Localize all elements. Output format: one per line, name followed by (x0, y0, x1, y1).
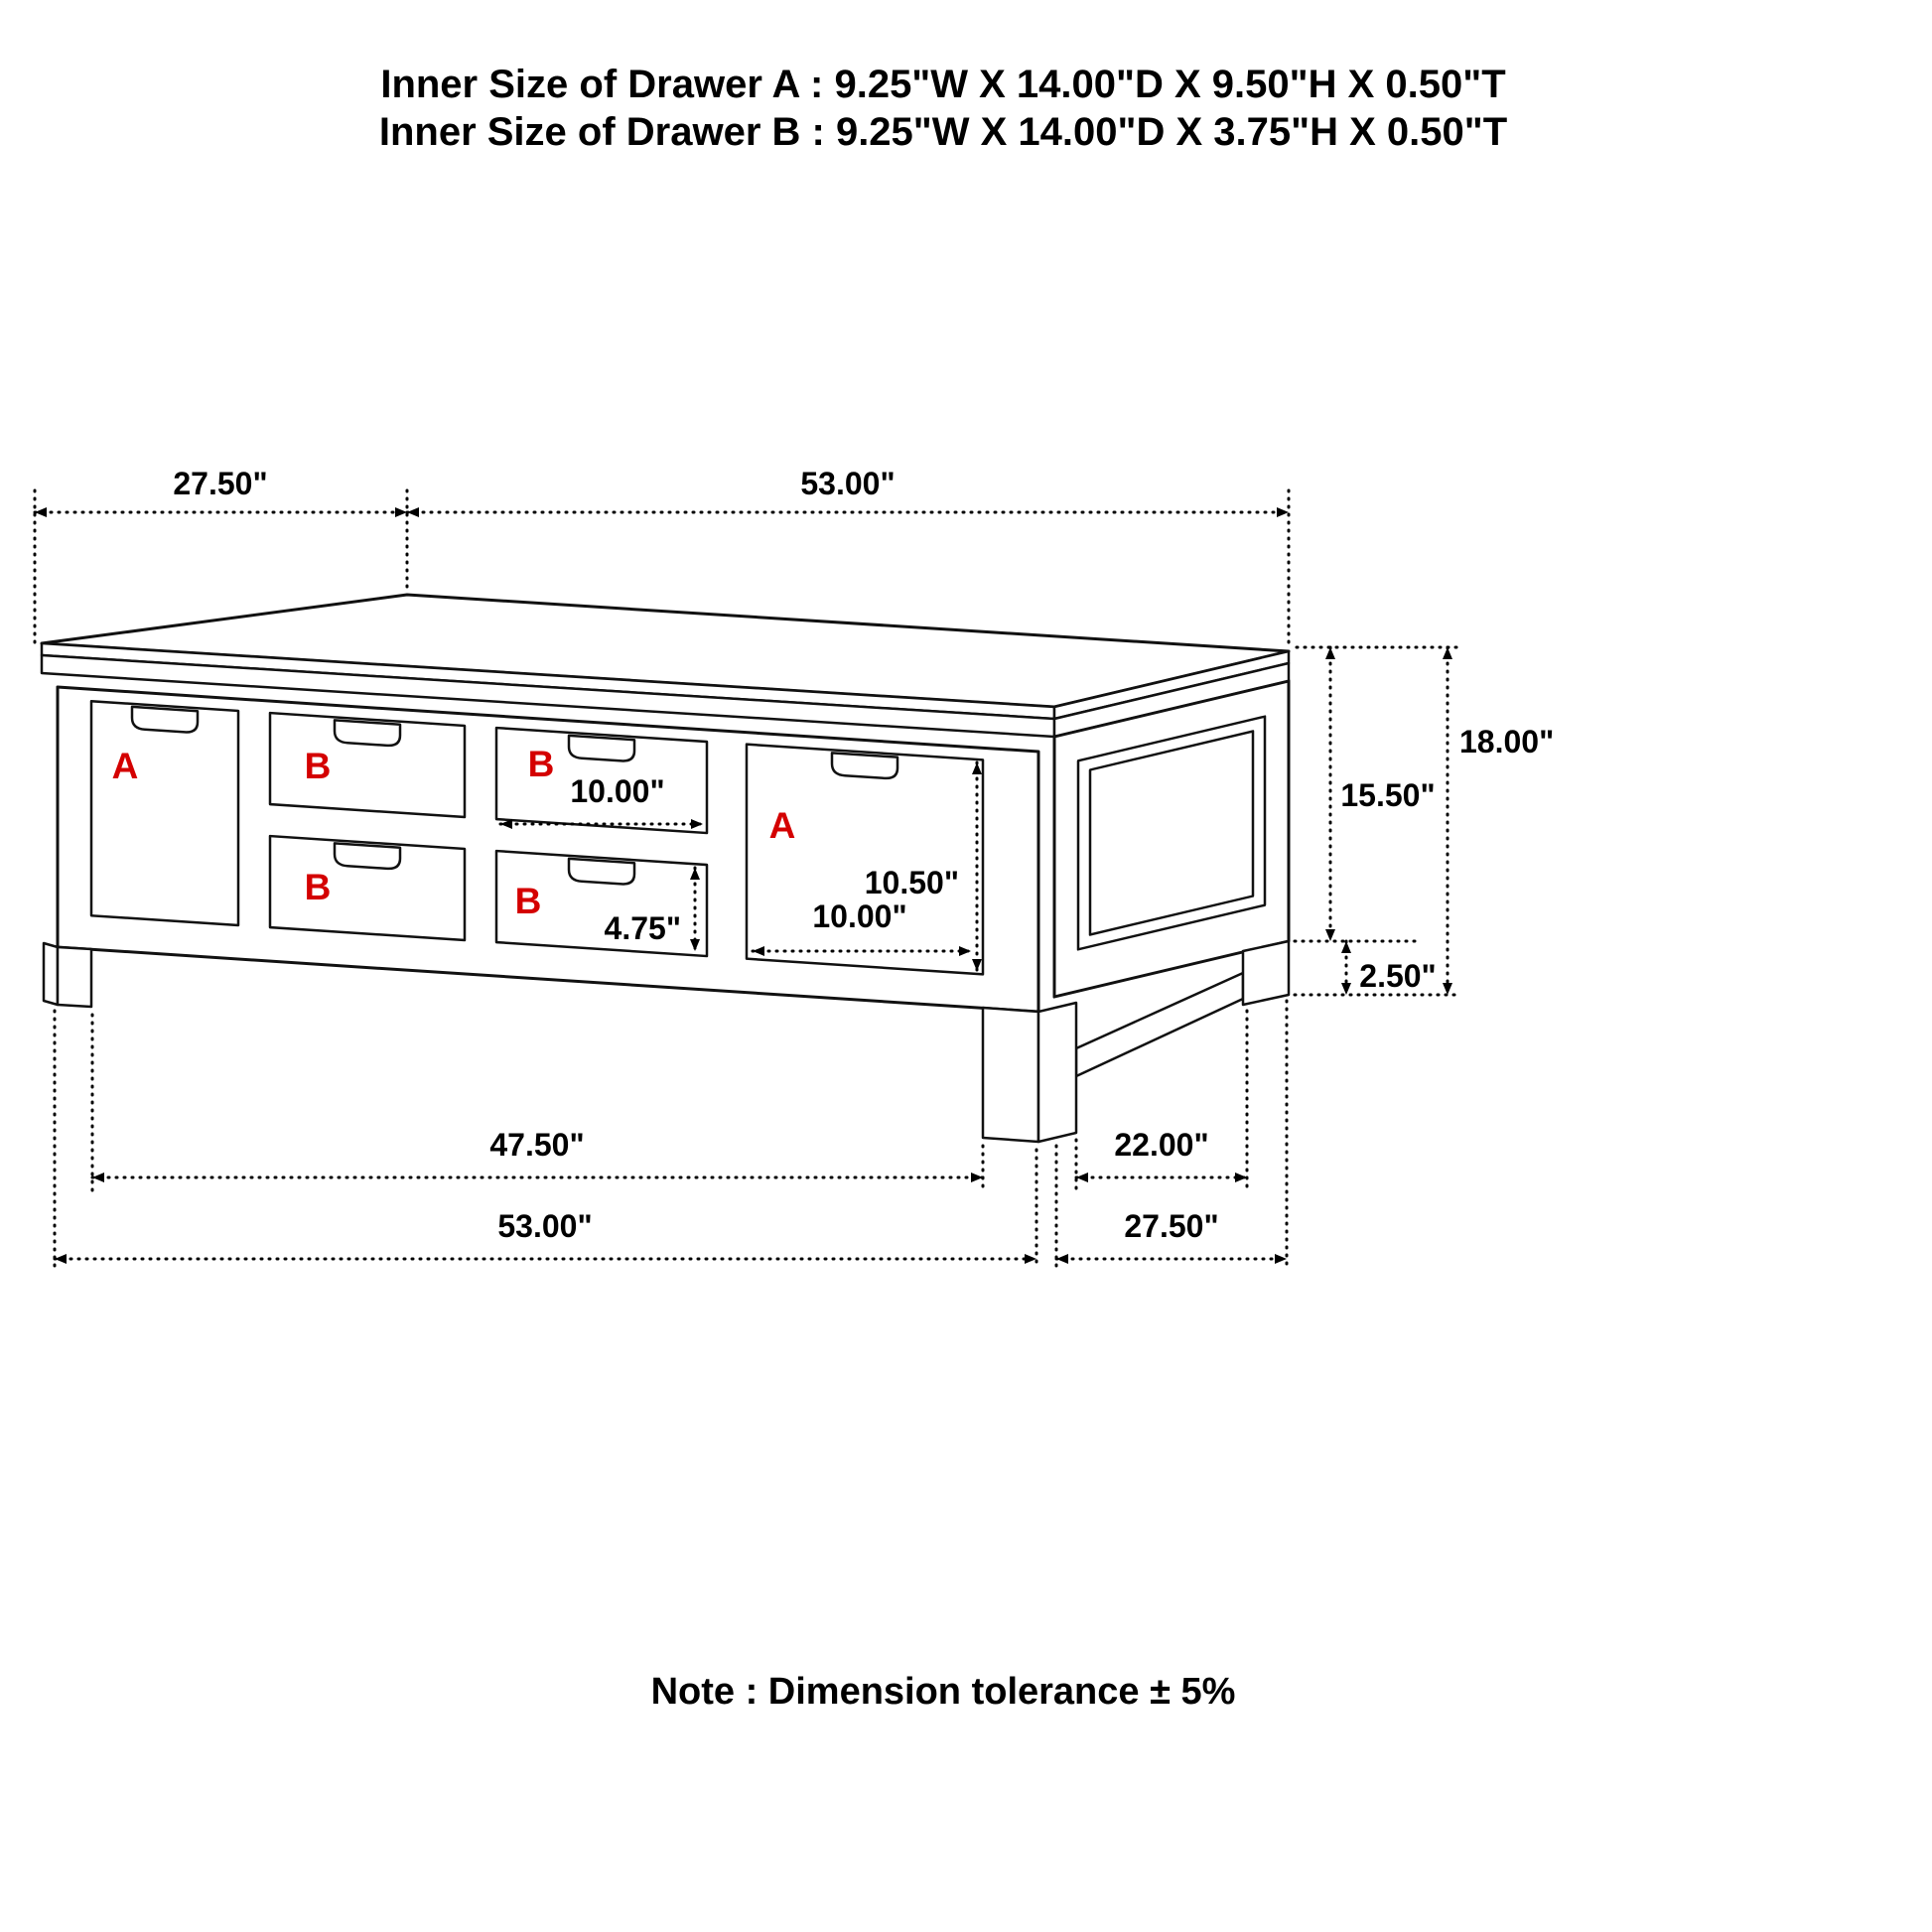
dim-drawer-a-width: 10.00" (751, 898, 973, 956)
side-panel-inset-inner (1088, 730, 1255, 936)
tabletop (40, 593, 1291, 739)
drawer-a-left-front (89, 699, 240, 927)
front-right-leg-front (981, 1006, 1040, 1144)
drawer-b-top-right-handle-icon (567, 734, 636, 762)
dim-label-height-total: 18.00" (1459, 724, 1554, 759)
side-panel-inset-outer (1076, 715, 1267, 951)
side-panel-frame (1052, 679, 1291, 999)
drawer-b-inner-size-text: Inner Size of Drawer B : 9.25"W X 14.00"… (379, 110, 1507, 154)
drawer-b-top-left-front (268, 711, 467, 819)
dim-label-bottom-width: 53.00" (497, 1208, 592, 1244)
dim-bottom: 47.50" 22.00" 53.00" 27.50" (53, 999, 1289, 1271)
front-left-leg-front (56, 945, 93, 1009)
drawer-label-a-right: A (769, 805, 796, 846)
side-stretcher-rail (1074, 971, 1245, 1078)
drawer-a-inner-size-text: Inner Size of Drawer A : 9.25"W X 14.00"… (380, 63, 1505, 106)
drawer-b-bottom-left-handle-icon (333, 842, 402, 871)
front-right-leg-side (1036, 1001, 1078, 1144)
drawer-b-top-left-handle-icon (333, 719, 402, 748)
drawer-a-right-handle-icon (830, 752, 899, 780)
drawer-label-b-top-right: B (528, 744, 555, 784)
dim-label-drawer-a-height: 10.50" (865, 865, 959, 900)
front-left-leg-side (42, 941, 60, 1007)
legs (42, 939, 1291, 1144)
back-right-leg (1241, 939, 1291, 1007)
side-face (1052, 679, 1291, 999)
dim-label-top-width: 53.00" (800, 466, 895, 501)
drawer-label-b-bottom-right: B (515, 881, 542, 921)
drawer-labels: A B B B B A (112, 744, 796, 921)
dim-label-height-to-rail: 15.50" (1340, 777, 1435, 813)
dim-label-drawer-a-width: 10.00" (812, 898, 906, 934)
dim-label-drawer-b-width: 10.00" (570, 773, 664, 809)
drawer-label-a-left: A (112, 746, 139, 786)
drawer-label-b-bottom-left: B (305, 867, 332, 907)
drawer-b-bottom-right-front (494, 849, 709, 958)
dim-label-ground-clearance: 2.50" (1359, 958, 1436, 994)
drawer-label-b-top-left: B (305, 746, 332, 786)
dim-label-top-depth: 27.50" (173, 466, 267, 501)
dim-label-front-inner-width: 47.50" (489, 1127, 584, 1163)
tolerance-note: Note : Dimension tolerance ± 5% (651, 1671, 1236, 1713)
front-face (56, 685, 1040, 1014)
dim-drawer-a-height: 10.50" (865, 760, 982, 973)
dim-top-width: 53.00" (405, 466, 1291, 647)
dim-drawer-b-height: 4.75" (605, 866, 700, 953)
drawer-a-left-handle-icon (130, 705, 200, 734)
dim-drawer-b-width: 10.00" (498, 773, 705, 829)
dim-label-drawer-b-height: 4.75" (605, 910, 681, 946)
drawer-b-bottom-right-handle-icon (567, 857, 636, 886)
dim-label-side-inner-width: 22.00" (1114, 1127, 1208, 1163)
dim-label-bottom-depth: 27.50" (1124, 1208, 1218, 1244)
dim-heights: 15.50" 18.00" 2.50" (1293, 645, 1554, 997)
drawer-b-bottom-left-front (268, 834, 467, 942)
drawer-a-right-front (745, 743, 985, 976)
